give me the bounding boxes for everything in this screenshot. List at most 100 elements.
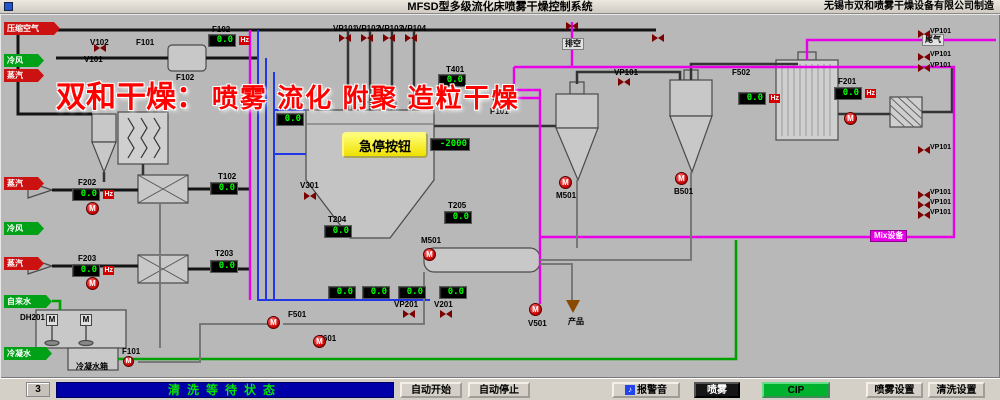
pump-motor[interactable]: M <box>844 112 857 125</box>
hz-unit-badge: Hz <box>103 266 114 275</box>
valve-icon[interactable] <box>618 78 630 86</box>
value-display: 0.0 Hz <box>72 264 114 277</box>
diagram-label: T204 <box>328 215 347 224</box>
source-arrow: 蒸汽 <box>4 69 44 82</box>
page-indicator: 3 <box>26 382 50 397</box>
valve-icon[interactable] <box>918 211 930 219</box>
pump-motor[interactable]: M <box>559 176 572 189</box>
source-arrow: 蒸汽 <box>4 177 44 190</box>
exhaust-filter <box>889 96 923 128</box>
valve-icon[interactable] <box>339 34 351 42</box>
value-display: 0.0 <box>324 225 352 238</box>
agitator-motor[interactable]: M <box>80 314 92 326</box>
diagram-label: F101 <box>122 347 141 356</box>
bottom-bar: 3 清洗等待状态 自动开始自动停止 ♪报警音喷雾 CIP 喷雾设置清洗设置 <box>0 378 1000 400</box>
diagram-label: F502 <box>732 68 751 77</box>
diagram-label: VP101 <box>930 51 952 58</box>
diagram-label: VP101 <box>930 28 952 35</box>
display-value: 0.0 <box>284 114 301 124</box>
auto-start-button[interactable]: 自动开始 <box>400 382 462 398</box>
valve-icon[interactable] <box>918 191 930 199</box>
value-display: 0.0 <box>439 286 467 299</box>
spray-button[interactable]: 喷雾 <box>694 382 740 398</box>
valve-icon[interactable] <box>94 44 106 52</box>
display-value: 0.0 <box>80 265 97 275</box>
diagram-label: F101 <box>136 38 155 47</box>
value-display: 0.0 <box>438 74 466 87</box>
company-name: 无锡市双和喷雾干燥设备有限公司制造 <box>824 1 994 12</box>
valve-icon[interactable] <box>918 64 930 72</box>
valve-icon[interactable] <box>652 34 664 42</box>
diagram-label: 排空 <box>562 38 584 50</box>
diagram-label: T205 <box>448 201 467 210</box>
piping-blue <box>257 30 430 301</box>
spray-settings-button[interactable]: 喷雾设置 <box>866 382 923 398</box>
pump-motor[interactable]: M <box>86 277 99 290</box>
agitator-motor[interactable]: M <box>46 314 58 326</box>
value-display: 0.0 <box>328 286 356 299</box>
valve-icon[interactable] <box>304 192 316 200</box>
value-display: 0.0 Hz <box>834 87 876 100</box>
valve-icon[interactable] <box>361 34 373 42</box>
valve-icon[interactable] <box>918 201 930 209</box>
display-value: 0.0 <box>447 287 464 297</box>
cip-button[interactable]: CIP <box>762 382 830 398</box>
diagram-label: F601 <box>318 334 337 343</box>
diagram-label: M501 <box>421 236 442 245</box>
diagram-label: Mix设备 <box>870 230 908 242</box>
piping-diagram <box>4 22 996 371</box>
pump-motor[interactable]: M <box>492 90 505 103</box>
pump-motor[interactable]: M <box>675 172 688 185</box>
window-title: MFSD型多级流化床喷雾干燥控制系统 <box>407 1 593 13</box>
cyclone-1 <box>555 81 599 182</box>
value-display: 0.0 <box>210 182 238 195</box>
alarm-sound-button[interactable]: ♪报警音 <box>612 382 680 398</box>
pump-motor[interactable]: M <box>267 316 280 329</box>
valve-icon[interactable] <box>566 22 578 30</box>
source-arrow: 自来水 <box>4 295 52 308</box>
valve-icon[interactable] <box>918 146 930 154</box>
diagram-label: T201 <box>284 103 303 112</box>
emergency-stop-button[interactable]: 急停按钮 <box>342 132 428 158</box>
display-value: 0.0 <box>336 287 353 297</box>
pump-motor[interactable]: M <box>123 356 134 367</box>
diagram-label: F202 <box>78 178 97 187</box>
hz-unit-badge: Hz <box>865 89 876 98</box>
clean-settings-button[interactable]: 清洗设置 <box>928 382 985 398</box>
valve-icon[interactable] <box>918 30 930 38</box>
auto-stop-button[interactable]: 自动停止 <box>468 382 530 398</box>
pump-motor[interactable]: M <box>86 202 99 215</box>
source-arrow: 压缩空气 <box>4 22 60 35</box>
valve-icon[interactable] <box>405 34 417 42</box>
pump-motor[interactable]: M <box>529 303 542 316</box>
value-display: 0.0 <box>362 286 390 299</box>
status-bar: 清洗等待状态 <box>56 382 394 398</box>
value-display: 0.0 <box>276 113 304 126</box>
display-value: 0.0 <box>406 287 423 297</box>
display-value: 0.0 <box>842 88 859 98</box>
value-display: 0.0 <box>444 211 472 224</box>
pump-motor[interactable]: M <box>423 248 436 261</box>
diagram-label: V101 <box>84 55 103 64</box>
title-bar: MFSD型多级流化床喷雾干燥控制系统 无锡市双和喷雾干燥设备有限公司制造 <box>0 0 1000 14</box>
display-value: 0.0 <box>332 226 349 236</box>
piping-water <box>52 240 738 361</box>
valve-icon[interactable] <box>403 310 415 318</box>
display-value: 0.0 <box>370 287 387 297</box>
diagram-label: F501 <box>288 310 307 319</box>
valve-icon[interactable] <box>383 34 395 42</box>
display-value: -2000 <box>439 139 467 149</box>
diagram-label: T203 <box>215 249 234 258</box>
value-display: 0.0 <box>210 260 238 273</box>
water-tank-dh201 <box>35 309 127 349</box>
diagram-label: VP101 <box>614 68 639 77</box>
source-arrow: 冷风 <box>4 54 44 67</box>
valve-icon[interactable] <box>918 53 930 61</box>
pump-motor[interactable]: M <box>313 335 326 348</box>
source-arrow: 冷凝水 <box>4 347 52 360</box>
valve-icon[interactable] <box>440 310 452 318</box>
